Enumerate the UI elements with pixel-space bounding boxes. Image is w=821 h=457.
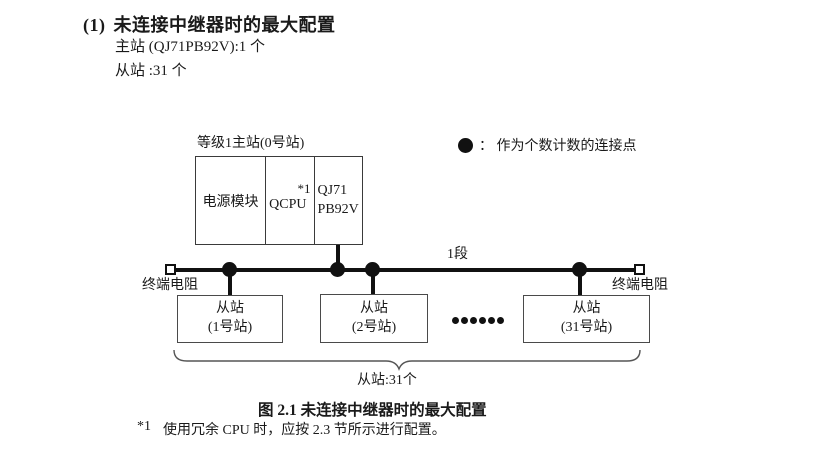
slave2-station: (2号站) xyxy=(351,319,397,335)
section-heading: (1) 未连接中继器时的最大配置 xyxy=(83,11,336,37)
connection-dot-master xyxy=(330,262,345,277)
connection-dot-slave31 xyxy=(572,262,587,277)
slave31-station: (31号站) xyxy=(560,320,613,335)
slave31-connector-line xyxy=(578,270,582,296)
slave-box-2: 从站 (2号站) xyxy=(320,294,428,343)
terminator-left-label: 终端电阻 xyxy=(142,278,198,293)
section-number: (1) xyxy=(83,15,106,35)
ellipsis-dots-icon xyxy=(452,317,504,324)
slave2-connector-line xyxy=(371,270,375,295)
slave31-name: 从站 xyxy=(572,301,601,317)
section-title: 未连接中继器时的最大配置 xyxy=(113,15,336,35)
footnote-marker: *1 xyxy=(137,419,151,434)
slave1-name: 从站 xyxy=(216,301,244,317)
qcpu-cell: QCPU *1 xyxy=(265,157,313,244)
pb92v-line1: QJ71 xyxy=(317,182,348,198)
qcpu-label: QCPU xyxy=(269,197,307,212)
connection-dot-slave1 xyxy=(222,262,237,277)
slave-box-1: 从站 (1号站) xyxy=(177,295,283,343)
master-connector-line xyxy=(336,245,340,270)
slave-count-line: 从站 :31 个 xyxy=(115,63,187,79)
slave1-station: (1号站) xyxy=(207,320,253,335)
slave1-connector-line xyxy=(228,270,232,296)
segment-label: 1段 xyxy=(447,247,468,262)
legend-dot-icon xyxy=(458,138,473,153)
pb92v-cell: QJ71 PB92V xyxy=(313,157,362,244)
bus-line xyxy=(171,268,641,272)
master-count-line: 主站 (QJ71PB92V):1 个 xyxy=(115,39,266,55)
master-station-label: 等级1主站(0号站) xyxy=(197,136,305,151)
power-module-cell: 电源模块 xyxy=(202,194,259,210)
footnote-text: 使用冗余 CPU 时，应按 2.3 节所示进行配置。 xyxy=(163,423,446,438)
qcpu-redundant-note: *1 xyxy=(297,181,311,196)
terminator-right-square-icon xyxy=(634,264,645,275)
master-station-box: 电源模块 QCPU *1 QJ71 PB92V xyxy=(195,156,363,245)
slave2-name: 从站 xyxy=(360,300,388,316)
slave-box-31: 从站 (31号站) xyxy=(523,295,650,343)
pb92v-line2: PB92V xyxy=(317,201,359,217)
figure-caption: 图 2.1 未连接中继器时的最大配置 xyxy=(258,402,487,419)
terminator-right-label: 终端电阻 xyxy=(612,278,668,293)
terminator-left-square-icon xyxy=(165,264,176,275)
connection-dot-slave2 xyxy=(365,262,380,277)
brace-label: 从站:31个 xyxy=(357,373,417,388)
legend-text: ： 作为个数计数的连接点 xyxy=(479,139,637,154)
